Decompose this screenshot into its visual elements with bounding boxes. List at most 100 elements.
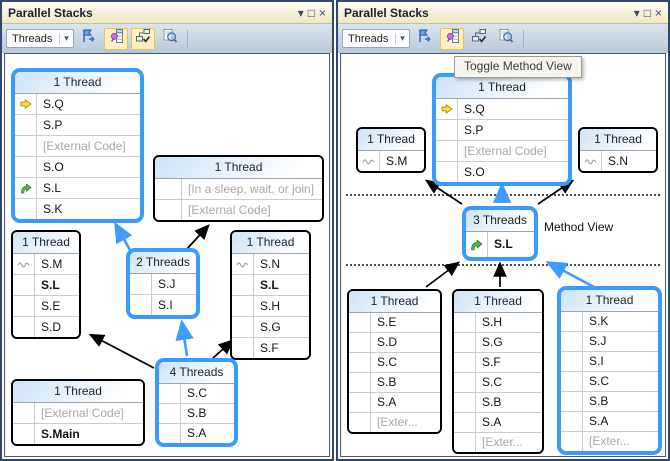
frame-row[interactable]: S.E — [349, 313, 440, 333]
frame-row[interactable]: S.B — [454, 393, 542, 413]
icon-cell — [349, 353, 371, 372]
frame-row[interactable]: S.K — [561, 312, 658, 332]
frame-row[interactable]: S.A — [159, 424, 234, 443]
frame-row[interactable]: S.B — [349, 373, 440, 393]
toggle-zoom-control-button[interactable] — [158, 28, 182, 50]
icon-cell — [561, 312, 583, 331]
frame-row[interactable]: S.G — [454, 333, 542, 353]
toggle-method-view-button[interactable] — [440, 27, 464, 50]
stack-box-header: 1 Thread — [358, 129, 424, 151]
current-statement-icon — [15, 94, 37, 114]
frame-row[interactable]: [Exter... — [561, 432, 658, 451]
stack-box-header: 1 Thread — [454, 291, 542, 313]
icon-cell — [436, 162, 458, 182]
frame-row[interactable]: S.M — [358, 151, 424, 171]
flag-arrow-icon — [417, 28, 433, 49]
auto-scroll-to-current-frame-button[interactable] — [131, 27, 155, 50]
frame-row[interactable]: S.C — [159, 384, 234, 404]
magnifier-icon — [162, 28, 178, 49]
icon-cell — [130, 295, 152, 315]
frame-row[interactable]: S.L — [13, 275, 79, 296]
frame-row[interactable]: [Exter... — [349, 413, 440, 432]
stack-box: 1 Thread S.M — [356, 127, 426, 173]
icon-cell — [130, 274, 152, 294]
frame-row[interactable]: [External Code] — [13, 403, 143, 424]
window-float-icon[interactable]: □ — [643, 5, 651, 20]
frame-row[interactable]: S.A — [561, 412, 658, 432]
frame-row[interactable]: S.H — [232, 296, 309, 317]
toggle-method-view-button[interactable] — [104, 27, 128, 50]
icon-cell — [155, 200, 182, 220]
frame-row[interactable]: S.F — [454, 353, 542, 373]
frame-row[interactable]: S.L — [232, 275, 309, 296]
frame-row[interactable]: S.E — [13, 296, 79, 317]
frame-row[interactable]: S.P — [436, 120, 568, 141]
window-close-icon[interactable]: × — [654, 5, 662, 20]
frame-row[interactable]: S.O — [436, 162, 568, 182]
panel-method-view: Parallel Stacks ▾ □ × Threads ▾ — [336, 0, 670, 461]
view-selector-dropdown[interactable]: Threads ▾ — [342, 29, 410, 48]
frame-row[interactable]: S.O — [15, 157, 140, 178]
frame-row[interactable]: S.G — [232, 317, 309, 338]
chevron-down-icon: ▾ — [395, 33, 409, 44]
frame-row[interactable]: S.A — [454, 413, 542, 433]
frame-row[interactable]: S.Q — [436, 99, 568, 120]
diagram-check-icon — [471, 28, 487, 49]
titlebar[interactable]: Parallel Stacks ▾ □ × — [338, 2, 668, 24]
icon-cell — [349, 413, 371, 432]
frame-row[interactable]: [External Code] — [15, 136, 140, 157]
active-frame-icon — [15, 178, 37, 198]
frame-row[interactable]: S.N — [232, 254, 309, 275]
frame-row[interactable]: S.L — [15, 178, 140, 199]
frame-row[interactable]: [External Code] — [155, 200, 322, 220]
frame-row[interactable]: S.C — [454, 373, 542, 393]
stack-box: 1 Thread S.Q S.P [External Code] S.O — [432, 73, 572, 186]
stack-box: 1 Thread [External Code] S.Main — [11, 379, 145, 446]
window-menu-icon[interactable]: ▾ — [633, 5, 640, 20]
frame-row[interactable]: S.J — [130, 274, 196, 295]
frame-row[interactable]: S.D — [349, 333, 440, 353]
frame-row[interactable]: S.M — [13, 254, 79, 275]
frame-row[interactable]: S.C — [349, 353, 440, 373]
frame-row[interactable]: S.P — [15, 115, 140, 136]
frame-row[interactable]: S.I — [130, 295, 196, 315]
frame-row[interactable]: S.Q — [15, 94, 140, 115]
icon-cell — [454, 373, 476, 392]
method-view-divider — [346, 194, 660, 196]
frame-row[interactable]: S.C — [561, 372, 658, 392]
view-selector-dropdown[interactable]: Threads ▾ — [6, 29, 74, 48]
frame-row[interactable]: S.N — [580, 151, 656, 171]
frame-row[interactable]: S.A — [349, 393, 440, 413]
auto-scroll-to-current-frame-button[interactable] — [467, 28, 491, 50]
frame-row[interactable]: S.B — [159, 404, 234, 424]
frame-row[interactable]: S.L — [466, 232, 534, 257]
window-float-icon[interactable]: □ — [307, 5, 315, 20]
icon-cell — [561, 432, 583, 451]
frame-row[interactable]: S.K — [15, 199, 140, 219]
frame-row[interactable]: [In a sleep, wait, or join] — [155, 179, 322, 200]
window-close-icon[interactable]: × — [318, 5, 326, 20]
frame-row[interactable]: S.I — [561, 352, 658, 372]
show-only-flagged-button[interactable] — [413, 28, 437, 50]
window-menu-icon[interactable]: ▾ — [297, 5, 304, 20]
frame-row[interactable]: S.F — [232, 338, 309, 358]
frame-row[interactable]: S.H — [454, 313, 542, 333]
frame-row[interactable]: S.J — [561, 332, 658, 352]
toggle-zoom-control-button[interactable] — [494, 28, 518, 50]
frame-row[interactable]: [Exter... — [454, 433, 542, 452]
icon-cell — [232, 338, 254, 358]
titlebar[interactable]: Parallel Stacks ▾ □ × — [2, 2, 332, 24]
method-view-divider — [346, 264, 660, 266]
icon-cell — [454, 433, 476, 452]
frame-row[interactable]: [External Code] — [436, 141, 568, 162]
stack-box: 4 Threads S.C S.B S.A — [155, 358, 238, 447]
frame-row[interactable]: S.D — [13, 317, 79, 337]
show-only-flagged-button[interactable] — [77, 28, 101, 50]
icon-cell — [436, 120, 458, 140]
stack-box-header: 1 Thread — [580, 129, 656, 151]
frame-row[interactable]: S.B — [561, 392, 658, 412]
icon-cell — [15, 157, 37, 177]
toolbar: Threads ▾ — [338, 24, 668, 53]
frame-row[interactable]: S.Main — [13, 424, 143, 444]
